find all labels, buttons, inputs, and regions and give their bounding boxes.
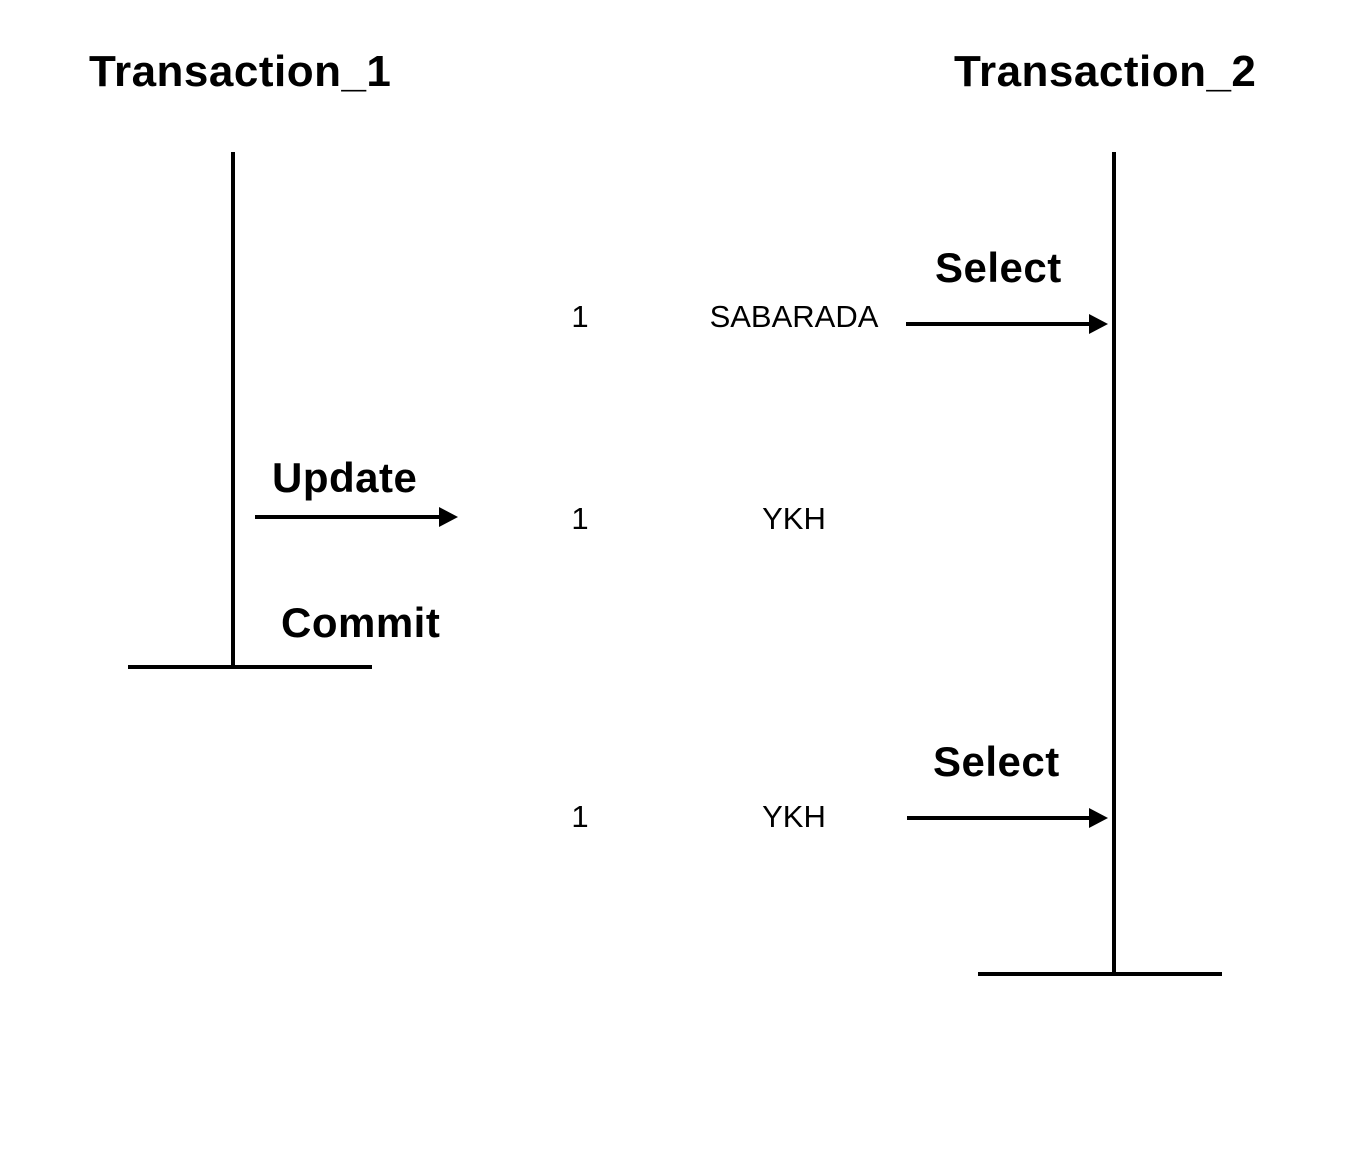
transaction-2-title: Transaction_2	[954, 47, 1257, 96]
transaction-2-end-bar	[978, 972, 1222, 976]
update-arrow-line	[255, 515, 440, 519]
select-1-arrow-line	[906, 322, 1090, 326]
select-1-label: Select	[935, 244, 1062, 291]
row-1-value: SABARADA	[709, 299, 879, 334]
transaction-1-end-bar	[128, 665, 372, 669]
row-2-id: 1	[571, 501, 589, 536]
update-arrowhead-icon	[439, 507, 458, 527]
commit-label: Commit	[281, 599, 441, 646]
row-2-value: YKH	[762, 501, 826, 536]
select-2-arrowhead-icon	[1089, 808, 1108, 828]
transaction-2-lifeline	[1112, 152, 1116, 974]
select-2-arrow	[907, 808, 1108, 828]
select-2-label: Select	[933, 738, 1060, 785]
select-2-arrow-line	[907, 816, 1090, 820]
row-3-value: YKH	[762, 799, 826, 834]
row-3-id: 1	[571, 799, 589, 834]
select-1-arrowhead-icon	[1089, 314, 1108, 334]
update-arrow	[255, 507, 458, 527]
transaction-1-lifeline	[231, 152, 235, 666]
row-1-id: 1	[571, 299, 589, 334]
transaction-1-title: Transaction_1	[89, 47, 392, 96]
select-1-arrow	[906, 314, 1108, 334]
update-label: Update	[272, 454, 418, 501]
